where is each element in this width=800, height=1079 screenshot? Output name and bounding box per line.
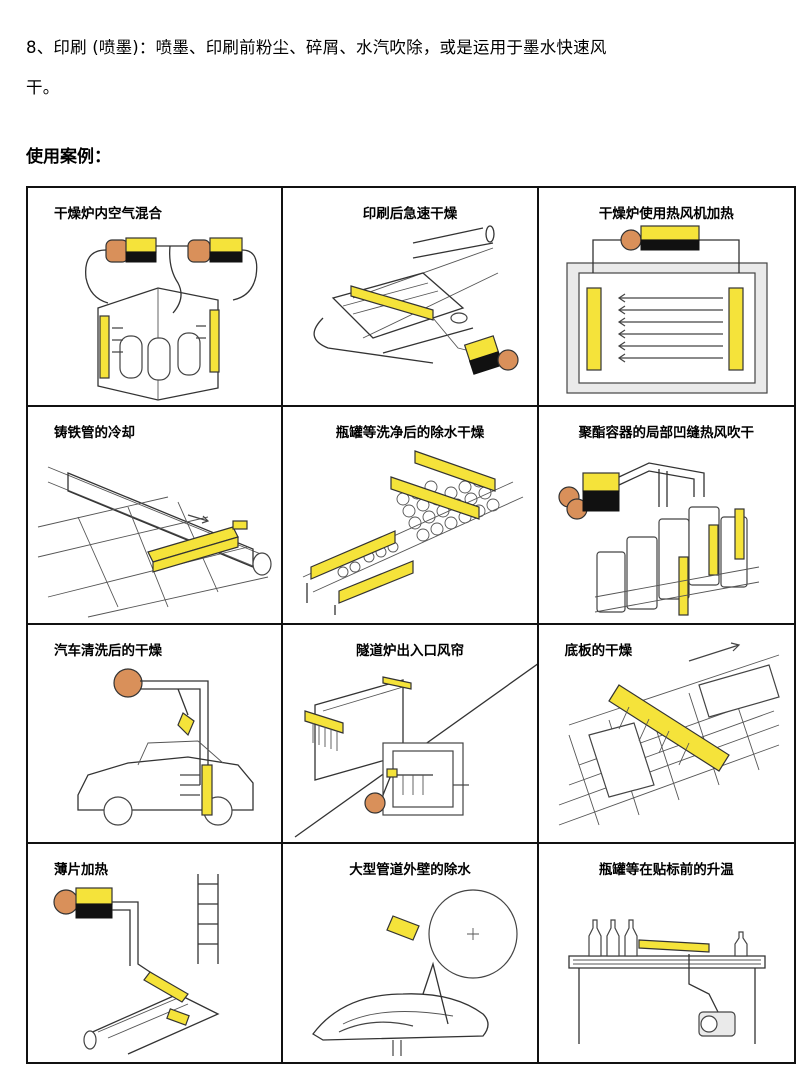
pet-container-drying-illustration (558, 461, 759, 616)
use-case-cell-pipe-cooling: 铸铁管的冷却 (28, 406, 284, 625)
car-wash-drying-illustration (77, 668, 254, 826)
use-case-title: 瓶罐等在贴标前的升温 (598, 861, 734, 878)
use-case-cell-car-wash-drying: 汽车清洗后的干燥 (28, 625, 284, 844)
intro-paragraph: 8、印刷 (喷墨)：喷墨、印刷前粉尘、碎屑、水汽吹除，或是运用于墨水快速风 干。 (26, 28, 726, 108)
use-case-title: 汽车清洗后的干燥 (54, 643, 162, 659)
print-drying-illustration (313, 225, 519, 375)
use-case-cell-pet-container-drying: 聚酯容器的局部凹缝热风吹干 (538, 407, 794, 625)
use-case-cell-tunnel-air-curtain: 隧道炉出入口风帘 (283, 625, 539, 844)
use-case-title: 瓶罐等洗净后的除水干燥 (335, 424, 485, 441)
use-case-cell-oven-heater: 干燥炉使用热风机加热 (538, 188, 794, 407)
use-cases-heading: 使用案例： (26, 147, 111, 167)
board-drying-illustration (558, 642, 780, 826)
use-case-title: 隧道炉出入口风帘 (355, 643, 464, 659)
tunnel-air-curtain-illustration (294, 664, 537, 838)
oven-air-mixing-illustration (85, 237, 258, 401)
pipe-cooling-illustration (37, 466, 272, 617)
use-case-cell-sheet-heating: 薄片加热 (28, 843, 284, 1062)
use-case-cell-bottle-drying: 瓶罐等洗净后的除水干燥 (283, 406, 539, 625)
use-case-title: 铸铁管的冷却 (54, 424, 135, 441)
use-case-cell-large-pipe-dewatering: 大型管道外壁的除水 (283, 843, 539, 1062)
bottle-drying-illustration (303, 449, 524, 615)
use-case-title: 薄片加热 (54, 861, 108, 878)
large-pipe-dewatering-illustration (312, 888, 518, 1056)
use-case-title: 大型管道外壁的除水 (349, 861, 471, 878)
use-case-title: 干燥炉使用热风机加热 (598, 206, 734, 222)
use-case-cell-bottle-preheat: 瓶罐等在贴标前的升温 (539, 844, 794, 1063)
bottle-preheat-illustration (568, 918, 766, 1044)
use-case-grid: 干燥炉内空气混合 印刷后急速干燥 (26, 186, 796, 1064)
use-case-cell-oven-air-mixing: 干燥炉内空气混合 (28, 188, 284, 407)
oven-heater-illustration (566, 225, 768, 394)
use-case-title: 聚酯容器的局部凹缝热风吹干 (578, 424, 755, 441)
use-case-title: 底板的干燥 (564, 643, 633, 659)
intro-line-1: 8、印刷 (喷墨)：喷墨、印刷前粉尘、碎屑、水汽吹除，或是运用于墨水快速风 (26, 38, 607, 57)
use-case-cell-print-drying: 印刷后急速干燥 (283, 188, 539, 407)
use-case-title: 印刷后急速干燥 (362, 206, 458, 222)
use-case-title: 干燥炉内空气混合 (54, 206, 162, 222)
use-case-cell-board-drying: 底板的干燥 (538, 625, 794, 844)
sheet-heating-illustration (53, 873, 220, 1055)
intro-line-2: 干。 (26, 78, 60, 97)
